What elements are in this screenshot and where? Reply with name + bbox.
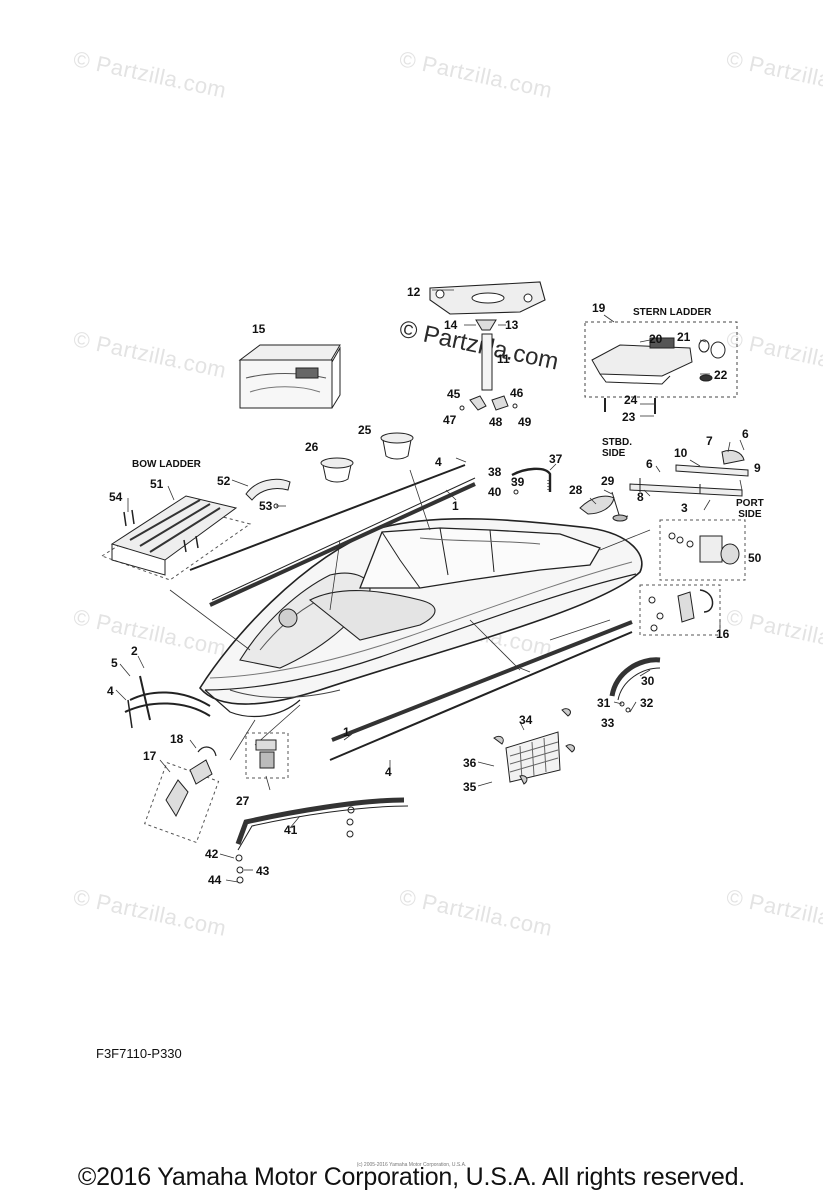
cleat-set-part [639,584,721,636]
callout-49: 49 [518,415,532,429]
callout-41: 41 [284,823,298,837]
callout-34: 34 [519,713,533,727]
leader-lines [169,469,651,761]
callout-50: 50 [748,551,762,565]
table-pedestal-part [429,281,546,411]
callout-19: 19 [592,301,606,315]
callout-6: 6 [742,427,749,441]
callout-27: 27 [236,794,250,808]
bow-ladder-label: BOW LADDER [132,459,201,470]
stbd-side-label: STBD. SIDE [602,437,632,459]
callout-40: 40 [488,485,502,499]
callout-7: 7 [706,434,713,448]
callout-4: 4 [435,455,442,469]
bow-ladder-part [100,478,291,581]
callout-32: 32 [640,696,654,710]
callout-43: 43 [256,864,270,878]
callout-54: 54 [109,490,123,504]
callout-2: 2 [131,644,138,658]
callout-22: 22 [714,368,728,382]
callout-44: 44 [208,873,222,887]
stern-ladder-part [584,321,738,414]
callout-18: 18 [170,732,184,746]
callout-29: 29 [601,474,615,488]
callout-14: 14 [444,318,458,332]
callout-31: 31 [597,696,611,710]
callout-5: 5 [111,656,118,670]
callout-47: 47 [443,413,457,427]
callout-1: 1 [343,725,350,739]
callout-12: 12 [407,285,421,299]
callout-6: 6 [646,457,653,471]
rail-bracket-part [629,449,749,497]
cup-holder-part [320,432,414,483]
callout-13: 13 [505,318,519,332]
bow-cleat-part [144,746,220,844]
callout-23: 23 [622,410,636,424]
callout-4: 4 [107,684,114,698]
callout-28: 28 [569,483,583,497]
callout-10: 10 [674,446,688,460]
callout-42: 42 [205,847,219,861]
callout-17: 17 [143,749,157,763]
callout-21: 21 [677,330,691,344]
copyright-footer: ©2016 Yamaha Motor Corporation, U.S.A. A… [77,1163,746,1191]
callout-8: 8 [637,490,644,504]
stern-bracket-part [579,491,629,522]
callout-4: 4 [385,765,392,779]
callout-26: 26 [305,440,319,454]
diagram-code: F3F7110-P330 [96,1046,182,1061]
callout-45: 45 [447,387,461,401]
callout-51: 51 [150,477,164,491]
callout-20: 20 [649,332,663,346]
ski-tow-part [511,467,552,495]
callout-38: 38 [488,465,502,479]
callout-36: 36 [463,756,477,770]
callout-15: 15 [252,322,266,336]
callout-52: 52 [217,474,231,488]
callout-37: 37 [549,452,563,466]
callout-16: 16 [716,627,730,641]
callout-35: 35 [463,780,477,794]
stern-ladder-label: STERN LADDER [633,307,712,318]
callout-33: 33 [601,716,615,730]
drain-plug-part [245,732,289,779]
grab-bar-part [235,797,409,884]
fine-print: (c) 2005-2016 Yamaha Motor Corporation, … [356,1162,467,1168]
boat-hull [199,517,643,718]
callout-30: 30 [641,674,655,688]
callout-25: 25 [358,423,372,437]
cargo-net-part [493,708,575,785]
callout-1: 1 [452,499,459,513]
callout-leaders [115,289,745,883]
callout-3: 3 [681,501,688,515]
callout-24: 24 [624,393,638,407]
callout-53: 53 [259,499,273,513]
callout-11: 11 [497,352,510,366]
tow-eye-part [659,519,746,581]
cooler-part [238,344,341,409]
callout-39: 39 [511,475,525,489]
callout-48: 48 [489,415,503,429]
port-side-label: PORT SIDE [736,498,764,520]
callout-46: 46 [510,386,524,400]
callout-9: 9 [754,461,761,475]
grab-handle-part [609,657,661,713]
rub-rails [124,464,633,761]
